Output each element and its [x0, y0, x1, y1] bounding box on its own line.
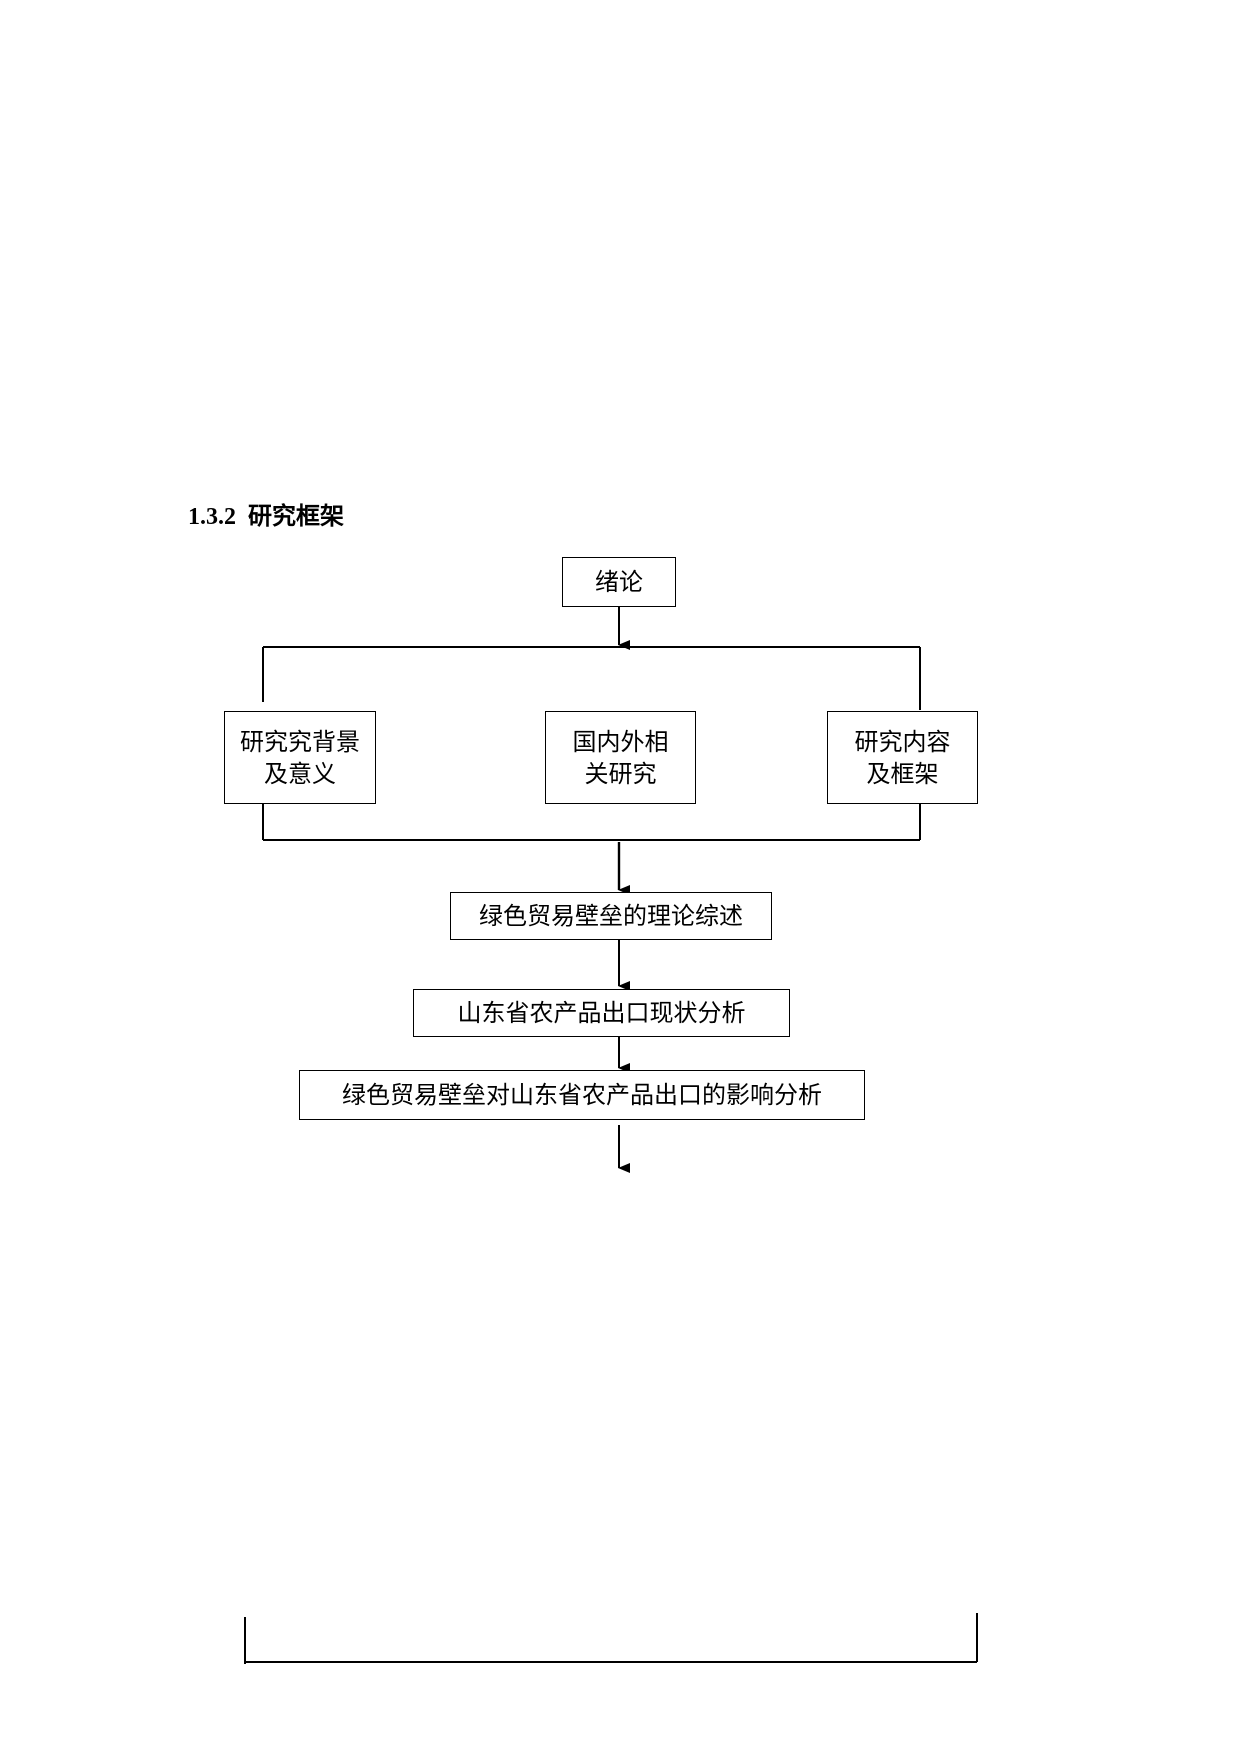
node-intro-label: 绪论 [595, 568, 643, 596]
node-intro: 绪论 [562, 557, 676, 607]
node-theory-label: 绿色贸易壁垒的理论综述 [479, 902, 743, 930]
node-status-label: 山东省农产品出口现状分析 [457, 999, 746, 1027]
node-impact-label: 绿色贸易壁垒对山东省农产品出口的影响分析 [342, 1081, 822, 1109]
node-content: 研究内容 及框架 [827, 711, 978, 804]
node-literature: 国内外相 关研究 [545, 711, 696, 804]
section-heading: 1.3.2 研究框架 [188, 504, 344, 530]
node-content-label: 研究内容 及框架 [854, 727, 951, 788]
node-background: 研究究背景 及意义 [224, 711, 376, 804]
node-literature-label: 国内外相 关研究 [572, 727, 669, 788]
node-status: 山东省农产品出口现状分析 [413, 989, 790, 1037]
node-impact: 绿色贸易壁垒对山东省农产品出口的影响分析 [299, 1070, 865, 1120]
node-theory: 绿色贸易壁垒的理论综述 [450, 892, 772, 940]
node-background-label: 研究究背景 及意义 [240, 727, 360, 788]
